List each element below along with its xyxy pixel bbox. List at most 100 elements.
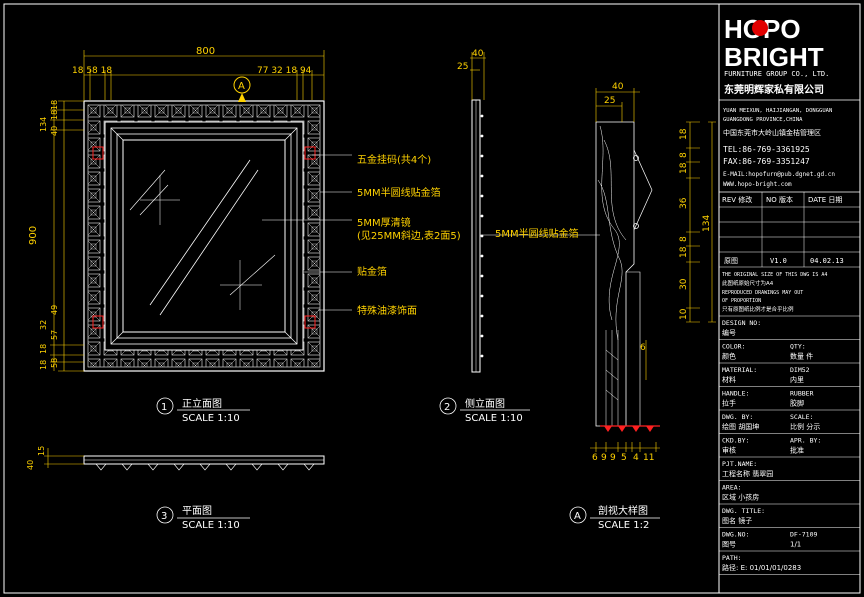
field-label-cn: 材料 [722,375,736,384]
note-finish: 特殊油漆饰面 [357,304,417,317]
view-scale: SCALE 1:2 [598,520,649,531]
field-label-cn: 工程名称 翡翠园 [722,469,773,478]
field-label-en: PATH: [722,554,742,562]
view-scale: SCALE 1:10 [465,413,523,424]
field-label-en: DWG. BY: [722,413,753,421]
field-label-cn: 图号 [722,541,736,549]
field-value: SCALE: [790,413,813,421]
dim-left-bottom-value: 58 [50,358,59,368]
detail-dim-top2: 25 [604,96,615,106]
view-title: 剖视大样图 [598,504,648,517]
detail-dim-bottom-value: 9 [610,453,616,463]
frame-inner [104,121,304,351]
field-label-en: PJT.NAME: [722,460,757,468]
note-line: REPRODUCED DRAWINGS MAY OUT [722,290,803,296]
side-elevation [471,99,600,373]
side-dim-frame: 25 [457,62,468,72]
dim-top-left: 18 58 18 [72,66,112,76]
note-line: OF PROPORTION [722,298,761,304]
field-value-cn: 批准 [790,446,804,455]
view-title: 侧立面图 [465,397,505,410]
section-callout-label: A [238,81,245,92]
field-value-cn: 内里 [790,375,804,384]
plan-view [83,455,325,471]
dim-left-top-value: 40 [50,126,59,136]
field-label-en: CKD.BY: [722,437,749,445]
dim-left-bottom-value: 18 [39,344,48,354]
rev-cell: 原图 [724,257,738,265]
note-strip: 5MM半圆线贴金箔 [357,186,441,199]
logo-dot-icon [752,20,768,36]
field-value-cn: 数量 件 [790,352,813,361]
field-value-cn: 比例 分示 [790,422,820,431]
front-dimensions [50,50,325,372]
fax: FAX:86-769-3351247 [723,157,810,166]
detail-dimensions [590,88,716,452]
detail-dim-total: 134 [702,215,712,232]
field-label-cn: 图名 镜子 [722,516,752,525]
detail-dim-right-value: 8 [679,152,689,158]
view-title: 平面图 [182,505,212,517]
logo-bright: BRIGHT [724,42,824,72]
detail-dim-right-value: 8 [679,236,689,242]
field-label-en: DWG. TITLE: [722,507,765,515]
hanger-markers [92,146,316,329]
rev-header: REV 修改 [722,195,752,204]
field-value-cn: 胶脚 [790,399,804,408]
view-number: A [574,511,581,522]
field-label-en: DWG.NO: [722,531,749,539]
field-value-cn: 1/1 [790,541,801,549]
side-dim-depth: 40 [472,49,484,59]
note-line: 此图纸原始尺寸为A4 [722,279,774,287]
note-line: 只有原图纸比例才是合乎比例 [722,305,794,313]
field-value: APR. BY: [790,437,821,445]
rev-cell: 04.02.13 [810,257,844,265]
mirror-reflection [149,159,259,316]
field-label-en: DESIGN NO: [722,319,761,327]
plan-dim-b: 40 [26,460,35,470]
dim-left-bottom: 49 32 57 18 18 58 [39,305,59,370]
detail-dim-right-value: 18 [679,162,689,174]
field-label-en: HANDLE: [722,390,749,398]
view-number: 3 [161,511,167,522]
field-label-cn: 审核 [722,446,736,455]
plan-dimensions [44,448,84,468]
detail-dim-right-value: 30 [679,278,689,290]
front-leaders [262,154,352,311]
field-value: QTY: [790,343,806,351]
phone: TEL:86-769-3361925 [723,145,810,154]
view-label-detail: A 剖视大样图 SCALE 1:2 [569,504,660,531]
detail-dim-right-value: 36 [679,197,689,209]
front-elevation: A [83,76,325,372]
rev-header: DATE 日期 [808,196,842,204]
detail-dim-bottom-value: 6 [592,453,598,463]
plan-dim-a: 15 [37,446,46,456]
dim-left-top-value: 134 [39,117,48,132]
dim-left-bottom-value: 49 [50,305,59,315]
field-value: DF-7109 [790,531,817,539]
view-label-front: 1 正立面图 SCALE 1:10 [156,397,250,424]
note-mirror-bevel: (见25MM斜边,表2面5) [357,229,461,242]
detail-dim-right-value: 18 [679,246,689,258]
view-number: 1 [161,402,167,413]
note-gold: 贴金箔 [357,265,387,278]
note-line: THE ORIGINAL SIZE OF THIS DWG IS A4 [722,272,827,278]
dim-height: 900 [28,226,39,245]
dim-left-top-value: 18 [50,110,59,120]
detail-dim-bottom-value: 4 [633,453,639,463]
detail-dim-right-value: 10 [679,308,689,320]
frame-outer [83,100,325,372]
view-scale: SCALE 1:10 [182,520,240,531]
field-label-cn: 路径: E: 01/01/01/0283 [722,563,801,572]
section-markers [604,426,654,432]
view-scale: SCALE 1:10 [182,413,240,424]
dim-width: 800 [196,46,215,57]
note-side-strip: 5MM半圆线贴金箔 [495,227,579,240]
view-title: 正立面图 [182,397,222,410]
note-hanger: 五金挂码(共4个) [357,153,431,166]
field-label-cn: 编号 [722,328,736,337]
detail-dim-side: 6 [640,343,646,353]
field-label-cn: 颜色 [722,352,736,361]
